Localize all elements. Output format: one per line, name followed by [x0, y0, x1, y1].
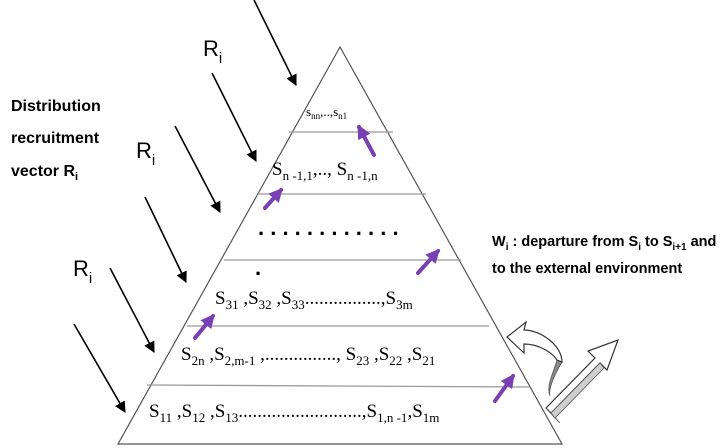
- distribution-line-1: Distribution: [11, 98, 101, 115]
- recruitment-arrows: [73, 0, 297, 413]
- distribution-line-2: recruitment: [11, 130, 100, 147]
- recruitment-arrow-4: [144, 196, 187, 284]
- w-label: Wi : departure from Si to Si+1 and to th…: [492, 234, 716, 277]
- recruitment-arrow-2: [174, 125, 221, 213]
- recruitment-arrow-5: [109, 267, 155, 353]
- ri-label-mid: Ri: [136, 138, 155, 169]
- level-single-dot: .: [255, 255, 261, 280]
- level-dots-row: . . . . . . . . . . . .: [258, 215, 399, 240]
- departure-arrows: [193, 124, 515, 403]
- distribution-line-3: vector Ri: [11, 163, 78, 183]
- ri-label-top: Ri: [203, 36, 222, 67]
- outward-arrow-icon: [545, 338, 620, 424]
- departure-arrow-3: [416, 248, 440, 275]
- level-top-label: snn,..,sn1: [306, 104, 347, 121]
- departure-arrow-4: [193, 313, 215, 340]
- level-1-label: S11 ,S12 ,S13..........................,…: [149, 401, 439, 425]
- curved-arrow-icon: [506, 320, 563, 397]
- departure-arrow-5: [493, 373, 515, 403]
- level-3-label: S31 ,S32 ,S33................,S3m: [215, 288, 413, 312]
- ri-label-low: Ri: [73, 256, 92, 287]
- recruitment-arrow-1: [253, 0, 297, 87]
- departure-arrow-2: [263, 187, 283, 210]
- level-line-5: [146, 384, 530, 388]
- recruitment-arrow-6: [73, 323, 126, 413]
- departure-arrow-1: [357, 124, 376, 157]
- level-lines: [146, 131, 530, 388]
- pyramid-outline: [116, 45, 564, 445]
- w-label-line-1: Wi : departure from Si to Si+1 and: [492, 234, 716, 253]
- distribution-label: Distribution recruitment vector Ri: [11, 98, 101, 183]
- w-label-line-2: to the external environment: [492, 261, 682, 277]
- recruitment-arrow-3: [211, 72, 257, 163]
- level-n1-label: Sn -1,1,.., Sn -1,n: [272, 159, 378, 183]
- level-2-label: S2n ,S2,m-1 ,..............., S23 ,S22 ,…: [181, 344, 435, 368]
